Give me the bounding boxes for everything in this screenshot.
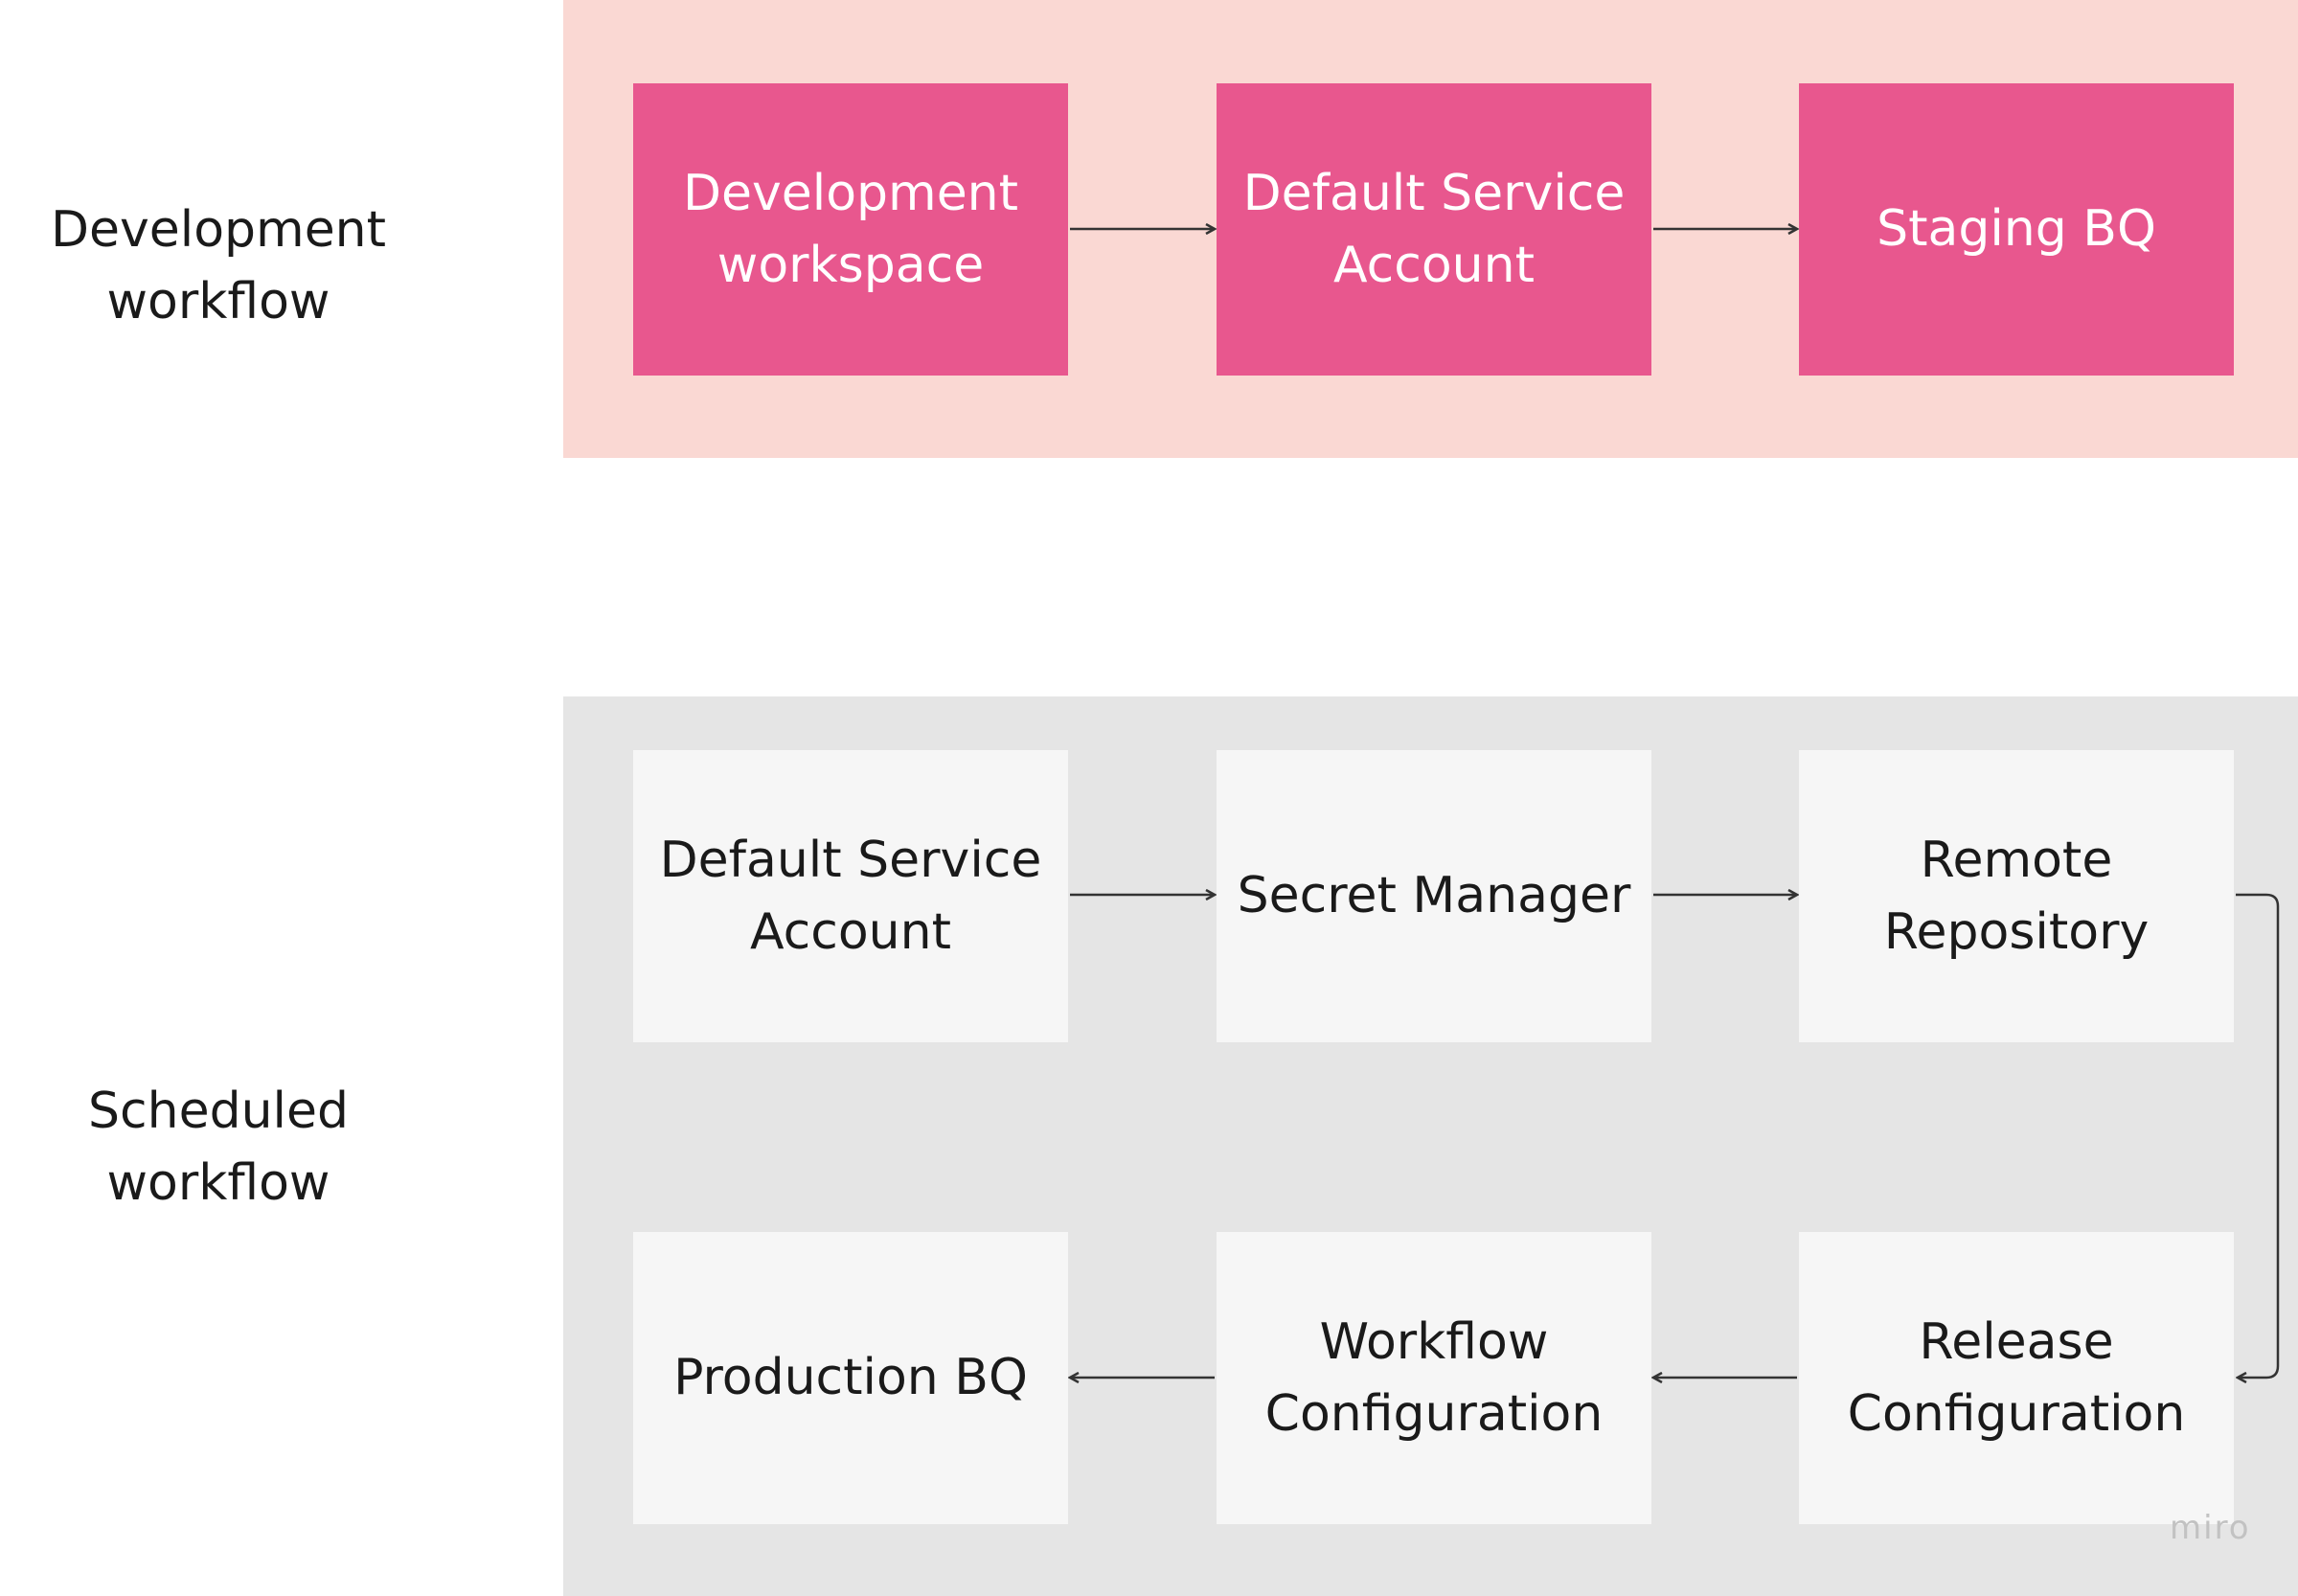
node-label: Production BQ: [673, 1349, 1028, 1406]
node-secret-manager[interactable]: Secret Manager: [1217, 750, 1651, 1042]
node-remote-repository[interactable]: Remote Repository: [1799, 750, 2234, 1042]
node-label: Default Service Account: [659, 831, 1042, 961]
scheduled-workflow-label: Scheduled workflow: [88, 1083, 349, 1212]
node-release-configuration[interactable]: Release Configuration: [1799, 1232, 2234, 1524]
node-label: Remote Repository: [1883, 831, 2150, 961]
node-label: Default Service Account: [1242, 164, 1626, 294]
node-dev-default-service-account[interactable]: Default Service Account: [1217, 83, 1651, 376]
node-workflow-configuration[interactable]: Workflow Configuration: [1217, 1232, 1651, 1524]
node-development-workspace[interactable]: Development workspace: [633, 83, 1068, 376]
node-production-bq[interactable]: Production BQ: [633, 1232, 1068, 1524]
node-label: Secret Manager: [1237, 867, 1631, 924]
node-staging-bq[interactable]: Staging BQ: [1799, 83, 2234, 376]
arrow-remote-repository-to-release-configuration: [2236, 893, 2280, 1378]
miro-watermark: miro: [2170, 1509, 2251, 1547]
node-label: Release Configuration: [1847, 1312, 2186, 1443]
node-sched-default-service-account[interactable]: Default Service Account: [633, 750, 1068, 1042]
development-workflow-label: Development workflow: [50, 201, 387, 331]
node-label: Development workspace: [682, 164, 1019, 294]
node-label: Staging BQ: [1877, 200, 2156, 258]
node-label: Workflow Configuration: [1264, 1312, 1604, 1443]
